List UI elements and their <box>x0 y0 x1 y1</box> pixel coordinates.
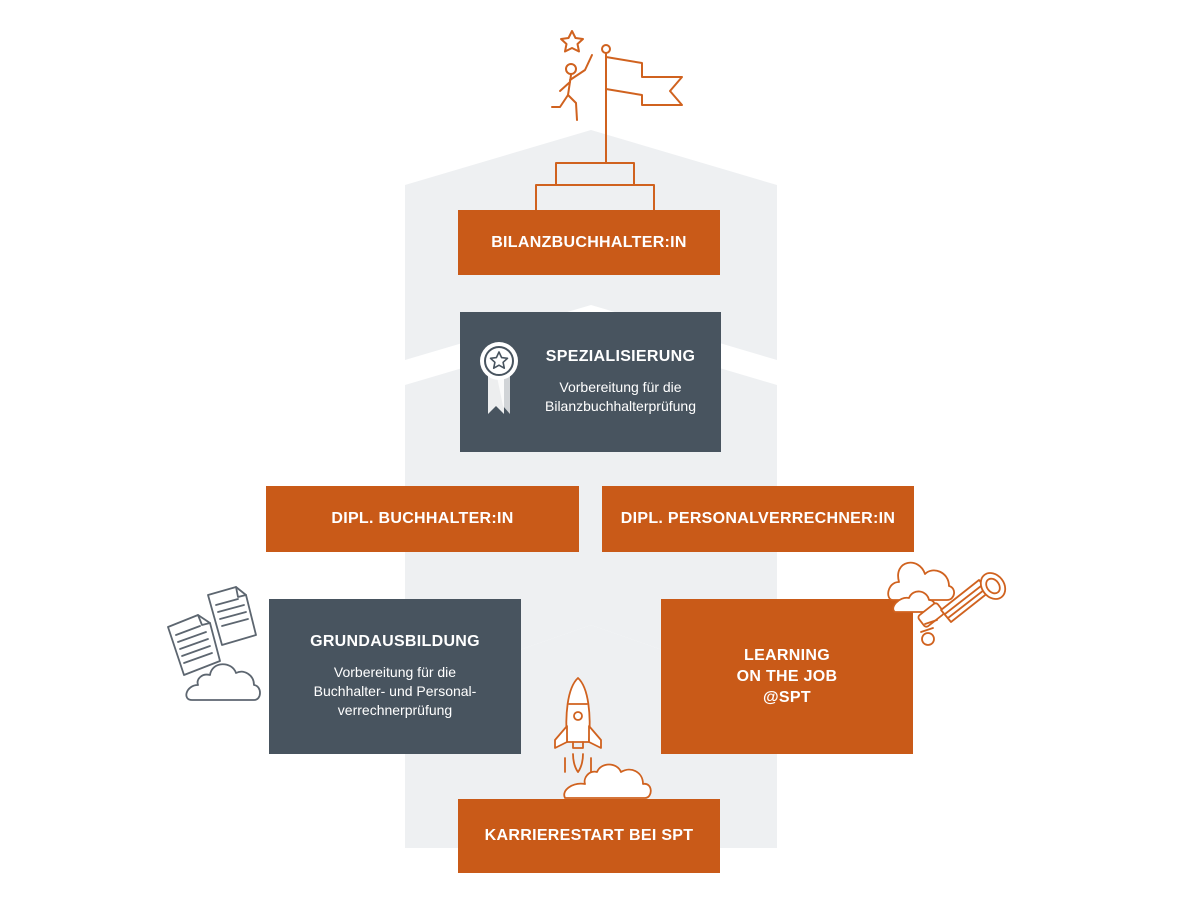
desc-line: Bilanzbuchhalterprüfung <box>545 398 696 414</box>
rocket-icon <box>554 677 602 773</box>
box-spezialisierung-title: SPEZIALISIERUNG <box>545 348 696 365</box>
documents-illustration <box>167 586 261 701</box>
box-dipl-buchhalter-title: DIPL. BUCHHALTER:IN <box>331 510 514 527</box>
telescope-icon <box>917 572 1007 646</box>
award-badge-icon <box>480 342 518 414</box>
desc-line: Vorbereitung für die <box>559 379 682 395</box>
box-learning-title-line2: ON THE JOB <box>736 668 838 685</box>
box-dipl-personalverrechner-title: DIPL. PERSONALVERRECHNER:IN <box>620 510 896 527</box>
desc-line: Vorbereitung für die <box>333 664 457 680</box>
star-icon <box>560 30 584 53</box>
cloud-icon <box>563 763 652 799</box>
cloud-icon <box>185 663 261 701</box>
box-learning-on-the-job: LEARNING ON THE JOB @SPT <box>661 599 913 754</box>
desc-line: Buchhalter- und Personal- <box>313 683 477 699</box>
box-grundausbildung-title: GRUNDAUSBILDUNG <box>310 633 480 650</box>
box-dipl-personalverrechner: DIPL. PERSONALVERRECHNER:IN <box>602 486 914 552</box>
flag-icon <box>601 44 683 164</box>
box-karrierestart: KARRIERESTART BEI SPT <box>458 799 720 873</box>
climber-icon <box>551 54 593 121</box>
podium-icon <box>535 162 655 212</box>
telescope-illustration <box>887 561 1007 646</box>
box-grundausbildung-description: Vorbereitung für die Buchhalter- und Per… <box>314 663 477 720</box>
summit-illustration <box>535 30 683 212</box>
box-bilanzbuchhalter-title: BILANZBUCHHALTER:IN <box>491 233 687 251</box>
box-learning-title-line1: LEARNING <box>744 647 830 664</box>
clouds-icon <box>887 561 955 601</box>
box-dipl-buchhalter: DIPL. BUCHHALTER:IN <box>266 486 579 552</box>
desc-line: verrechnerprüfung <box>337 702 453 718</box>
documents-icon <box>167 586 257 676</box>
rocket-illustration <box>554 677 652 799</box>
box-bilanzbuchhalter: BILANZBUCHHALTER:IN <box>458 210 720 275</box>
box-karrierestart-title: KARRIERESTART BEI SPT <box>484 827 694 844</box>
box-learning-title-line3: @SPT <box>763 689 811 706</box>
box-grundausbildung: GRUNDAUSBILDUNG Vorbereitung für die Buc… <box>269 599 521 754</box>
box-spezialisierung-description: Vorbereitung für die Bilanzbuchhalterprü… <box>545 378 696 416</box>
